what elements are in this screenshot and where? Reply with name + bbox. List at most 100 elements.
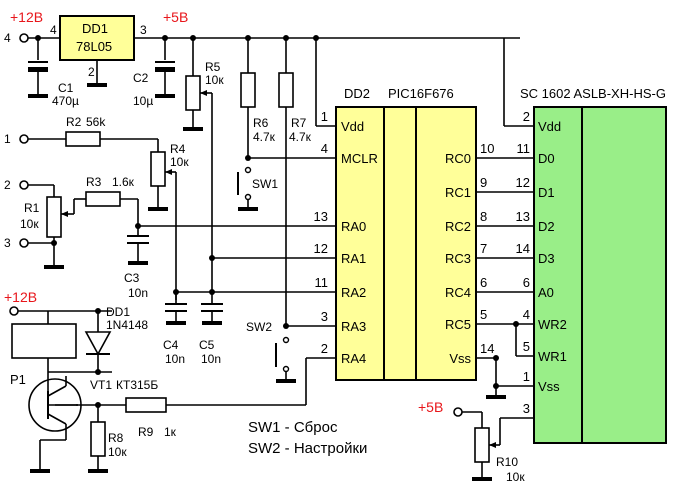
mcu-pin-num: 3 xyxy=(321,309,328,324)
lcd-pin-name: WR1 xyxy=(538,349,567,364)
r1-value: 10к xyxy=(20,217,39,231)
terminal-1-label: 1 xyxy=(4,132,11,146)
mcu-pin-name: RA4 xyxy=(341,351,366,366)
mcu-pin-name: MCLR xyxy=(341,151,378,166)
mcu-pin-name: RC1 xyxy=(445,185,471,200)
mcu-pin-num: 1 xyxy=(321,109,328,124)
c1-ref: C1 xyxy=(58,81,74,95)
mcu-type: PIC16F676 xyxy=(388,86,454,101)
mcu-pin-name: RC4 xyxy=(445,285,471,300)
r2-value: 56k xyxy=(86,115,106,129)
mcu-pin-name: RC3 xyxy=(445,251,471,266)
r7-ref: R7 xyxy=(291,116,307,130)
p1-ref: P1 xyxy=(10,372,26,387)
regulator-pin-out: 3 xyxy=(140,23,147,37)
regulator-type: 78L05 xyxy=(76,39,112,54)
mcu-pin-num: 4 xyxy=(321,141,328,156)
relay-coil xyxy=(11,323,77,359)
lcd-pin-num: 14 xyxy=(516,241,530,256)
lcd-pin-num: 1 xyxy=(523,369,530,384)
mcu-pin-num: 6 xyxy=(480,275,487,290)
lcd-pin-name: Vdd xyxy=(538,119,561,134)
mcu-pin-num: 7 xyxy=(480,241,487,256)
lcd-pin-num: 3 xyxy=(523,401,530,416)
dd1-value: 1N4148 xyxy=(106,318,148,332)
mcu-pin-name: RC0 xyxy=(445,151,471,166)
mcu-pin-name: Vss xyxy=(449,351,471,366)
mcu-pin-name: RC2 xyxy=(445,219,471,234)
mcu-pin-num: 12 xyxy=(314,241,328,256)
terminal-4 xyxy=(19,33,29,43)
legend-sw2: SW2 - Настройки xyxy=(248,440,367,457)
c5-ref: C5 xyxy=(199,338,215,352)
r9-value: 1к xyxy=(164,425,177,439)
sw2-ref: SW2 xyxy=(246,320,272,334)
c5-value: 10n xyxy=(201,352,221,366)
c2-value: 10µ xyxy=(133,94,153,108)
terminal-2-label: 2 xyxy=(4,178,11,192)
mcu-pin-num: 14 xyxy=(480,341,494,356)
label-plus5-top: +5В xyxy=(163,9,188,25)
terminal-3-label: 3 xyxy=(4,236,11,250)
lcd-pin-name: Vss xyxy=(538,379,560,394)
lcd-pin-num: 11 xyxy=(517,141,531,156)
r5-ref: R5 xyxy=(205,60,221,74)
c3-value: 10n xyxy=(128,286,148,300)
mcu-pin-num: 13 xyxy=(314,209,328,224)
lcd-pin-name: WR2 xyxy=(538,317,567,332)
r3-value: 1.6к xyxy=(112,175,135,189)
mcu-pin-num: 8 xyxy=(480,209,487,224)
lcd-pin-num: 5 xyxy=(523,339,530,354)
r4-ref: R4 xyxy=(170,142,186,156)
lcd-pin-name: D0 xyxy=(538,151,555,166)
c2-ref: C2 xyxy=(133,71,149,85)
vt1-ref: VT1 xyxy=(90,378,112,392)
label-plus5-bottom: +5В xyxy=(418,399,443,415)
c4-value: 10n xyxy=(165,352,185,366)
mcu-pin-name: Vdd xyxy=(341,119,364,134)
legend-sw1: SW1 - Сброс xyxy=(248,419,338,436)
regulator-pin-in: 4 xyxy=(50,23,57,37)
dd1-ref: DD1 xyxy=(106,305,130,319)
terminal-3 xyxy=(19,238,29,248)
lcd-pin-name: D2 xyxy=(538,219,555,234)
lcd-pin-name: D3 xyxy=(538,251,555,266)
lcd-pin-name: A0 xyxy=(538,285,554,300)
lcd-pin-num: 12 xyxy=(516,175,530,190)
lcd-pin-num: 6 xyxy=(523,275,530,290)
c4-ref: C4 xyxy=(163,338,179,352)
sw1-ref: SW1 xyxy=(252,177,278,191)
lcd-pin-num: 2 xyxy=(523,109,530,124)
lcd-body xyxy=(533,106,667,444)
lcd-pin-num: 13 xyxy=(516,209,530,224)
mcu-pin-num: 2 xyxy=(321,341,328,356)
c3-ref: C3 xyxy=(124,271,140,285)
mcu-body xyxy=(335,106,477,381)
r4-value: 10к xyxy=(170,155,189,169)
r1-ref: R1 xyxy=(24,201,40,215)
mcu-pin-name: RC5 xyxy=(445,317,471,332)
r2-ref: R2 xyxy=(66,115,82,129)
r7-value: 4.7к xyxy=(289,130,312,144)
r8-ref: R8 xyxy=(108,431,124,445)
mcu-pin-num: 5 xyxy=(480,307,487,322)
lcd-type: SC 1602 ASLB-XH-HS-G xyxy=(520,86,666,101)
mcu-pin-num: 11 xyxy=(315,275,329,290)
r5-value: 10к xyxy=(205,73,224,87)
label-plus12-top: +12В xyxy=(10,9,43,25)
r6-ref: R6 xyxy=(253,116,269,130)
r6-value: 4.7к xyxy=(253,130,276,144)
r9-ref: R9 xyxy=(138,425,154,439)
mcu-pin-num: 10 xyxy=(480,141,494,156)
r10-value: 10к xyxy=(506,470,525,484)
terminal-1 xyxy=(19,134,29,144)
regulator-ref: DD1 xyxy=(82,21,108,36)
mcu-pin-name: RA1 xyxy=(341,251,366,266)
regulator-pin-gnd: 2 xyxy=(88,65,95,79)
mcu-pin-name: RA0 xyxy=(341,219,366,234)
